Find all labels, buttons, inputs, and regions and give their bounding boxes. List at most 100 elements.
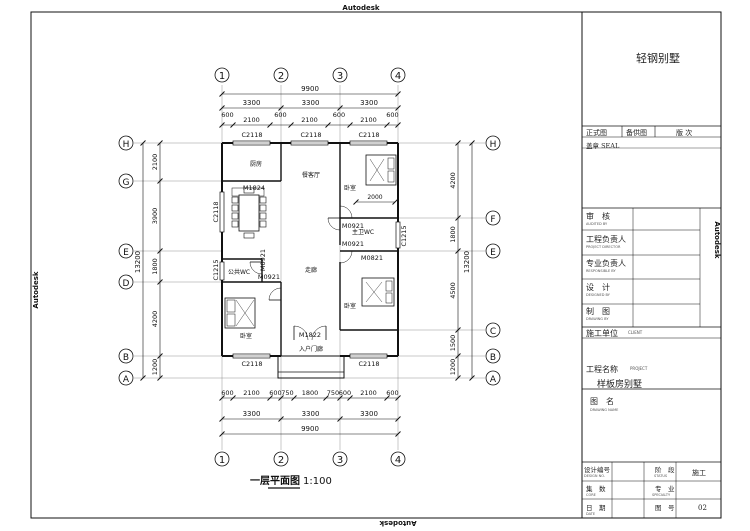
dimension-text: 1800 bbox=[302, 389, 319, 397]
dimension-tick bbox=[325, 122, 331, 128]
axis-label-B: B bbox=[490, 353, 496, 363]
window-c1215 bbox=[395, 221, 401, 249]
dimension-text: 600 bbox=[333, 111, 345, 119]
dimension-tick bbox=[469, 140, 475, 146]
signature-label: 工程负责人 bbox=[586, 235, 626, 244]
door-m0821-swing bbox=[339, 250, 353, 264]
axis-label-2: 2 bbox=[278, 455, 284, 466]
set-label-en: CORE bbox=[586, 493, 596, 497]
discipline-label: 专 业 bbox=[655, 485, 675, 493]
drawing-scale: 1:100 bbox=[303, 476, 332, 487]
axis-label-1: 1 bbox=[219, 455, 225, 466]
dimension-tick bbox=[455, 375, 461, 381]
dimension-tick bbox=[230, 395, 236, 401]
dimension-tick bbox=[157, 140, 163, 146]
watermark-left: Autodesk bbox=[32, 271, 40, 308]
dimension-text: 600 bbox=[221, 111, 233, 119]
dimension-tick bbox=[157, 353, 163, 359]
signature-label-en: DESIGNED BY bbox=[586, 293, 610, 297]
watermark-right: Autodesk bbox=[713, 221, 721, 258]
axis-label-G: G bbox=[123, 178, 130, 188]
dimension-tick bbox=[455, 215, 461, 221]
dimension-text: 750 bbox=[327, 389, 339, 397]
bed-sheet-line bbox=[235, 299, 255, 327]
dimension-tick bbox=[347, 395, 353, 401]
porch-outline bbox=[277, 355, 345, 379]
dimension-text: 600 bbox=[386, 389, 398, 397]
dimension-text: 13200 bbox=[134, 251, 142, 273]
dimension-tick bbox=[455, 327, 461, 333]
dimension-tick bbox=[219, 395, 225, 401]
window-label: C1215 bbox=[212, 259, 220, 280]
signature-label-en: DRAWING BY bbox=[586, 317, 609, 321]
dimension-tick bbox=[384, 395, 390, 401]
dimension-text: 1500 bbox=[449, 335, 457, 352]
axis-label-C: C bbox=[490, 327, 496, 337]
dimension-tick bbox=[395, 105, 401, 111]
dimension-text: 3300 bbox=[302, 410, 320, 418]
room-label-master-wc: 主卫WC bbox=[352, 228, 374, 236]
dimension-tick bbox=[347, 122, 353, 128]
dimension-tick bbox=[267, 122, 273, 128]
door-m0921-swing bbox=[268, 287, 282, 301]
window-label: C1215 bbox=[400, 225, 408, 246]
door-m0921-swing bbox=[327, 217, 341, 231]
dimension-tick bbox=[288, 122, 294, 128]
axis-label-A: A bbox=[490, 375, 497, 385]
drawing-name-label-en: DRAWING NAME bbox=[590, 408, 619, 412]
axis-label-H: H bbox=[123, 140, 130, 150]
dimension-text: 2100 bbox=[301, 116, 318, 124]
seal-label: 盖章 SEAL bbox=[586, 142, 620, 150]
axis-bubble-2 bbox=[273, 67, 289, 83]
dimension-text: 2100 bbox=[243, 389, 260, 397]
dimension-tick bbox=[157, 279, 163, 285]
dimension-tick bbox=[337, 105, 343, 111]
dimension-tick bbox=[395, 122, 401, 128]
axis-label-4: 4 bbox=[395, 455, 401, 466]
dining-chair bbox=[231, 220, 239, 228]
axis-bubble-1 bbox=[214, 451, 230, 467]
door-label: M0921 bbox=[342, 222, 364, 230]
door-m1822-swing bbox=[311, 325, 327, 341]
pillow bbox=[385, 280, 393, 292]
dimension-text: 3900 bbox=[151, 208, 159, 225]
dimension-tick bbox=[395, 395, 401, 401]
dining-chair bbox=[243, 232, 255, 239]
door-label: M0921 bbox=[342, 240, 364, 248]
window-label: C2118 bbox=[212, 201, 220, 222]
door-label: M0821 bbox=[361, 254, 383, 262]
dimension-text: 13200 bbox=[463, 251, 471, 273]
pillow bbox=[385, 292, 393, 304]
dimension-tick bbox=[395, 91, 401, 97]
dimension-text: 600 bbox=[274, 111, 286, 119]
axis-bubble-B bbox=[118, 348, 134, 364]
date-label: 日 期 bbox=[586, 504, 606, 512]
dimension-tick bbox=[278, 105, 284, 111]
dimension-tick bbox=[278, 395, 284, 401]
dimension-tick bbox=[219, 122, 225, 128]
room-label-public-wc: 公共WC bbox=[228, 268, 250, 276]
axis-label-1: 1 bbox=[219, 71, 225, 82]
pillow bbox=[387, 157, 395, 170]
door-label: M1822 bbox=[299, 331, 321, 339]
dining-chair bbox=[259, 212, 267, 220]
axis-label-3: 3 bbox=[337, 71, 343, 82]
dimension-tick bbox=[140, 140, 146, 146]
pillow bbox=[387, 170, 395, 183]
dimension-text: 750 bbox=[281, 389, 293, 397]
dimension-text: 3300 bbox=[360, 410, 378, 418]
axis-bubble-F bbox=[485, 210, 501, 226]
axis-bubble-H bbox=[485, 135, 501, 151]
door-m0921-swing bbox=[339, 205, 353, 219]
axis-label-A: A bbox=[123, 375, 130, 385]
client-label-en: CLIENT bbox=[628, 330, 643, 335]
dimension-tick bbox=[455, 140, 461, 146]
axis-label-B: B bbox=[123, 353, 129, 363]
dimension-text: 600 bbox=[339, 389, 351, 397]
axis-label-F: F bbox=[490, 215, 495, 225]
axis-bubble-1 bbox=[214, 67, 230, 83]
dimension-text: 2000 bbox=[367, 194, 382, 201]
approval-header-formal: 正式图 bbox=[586, 129, 607, 137]
